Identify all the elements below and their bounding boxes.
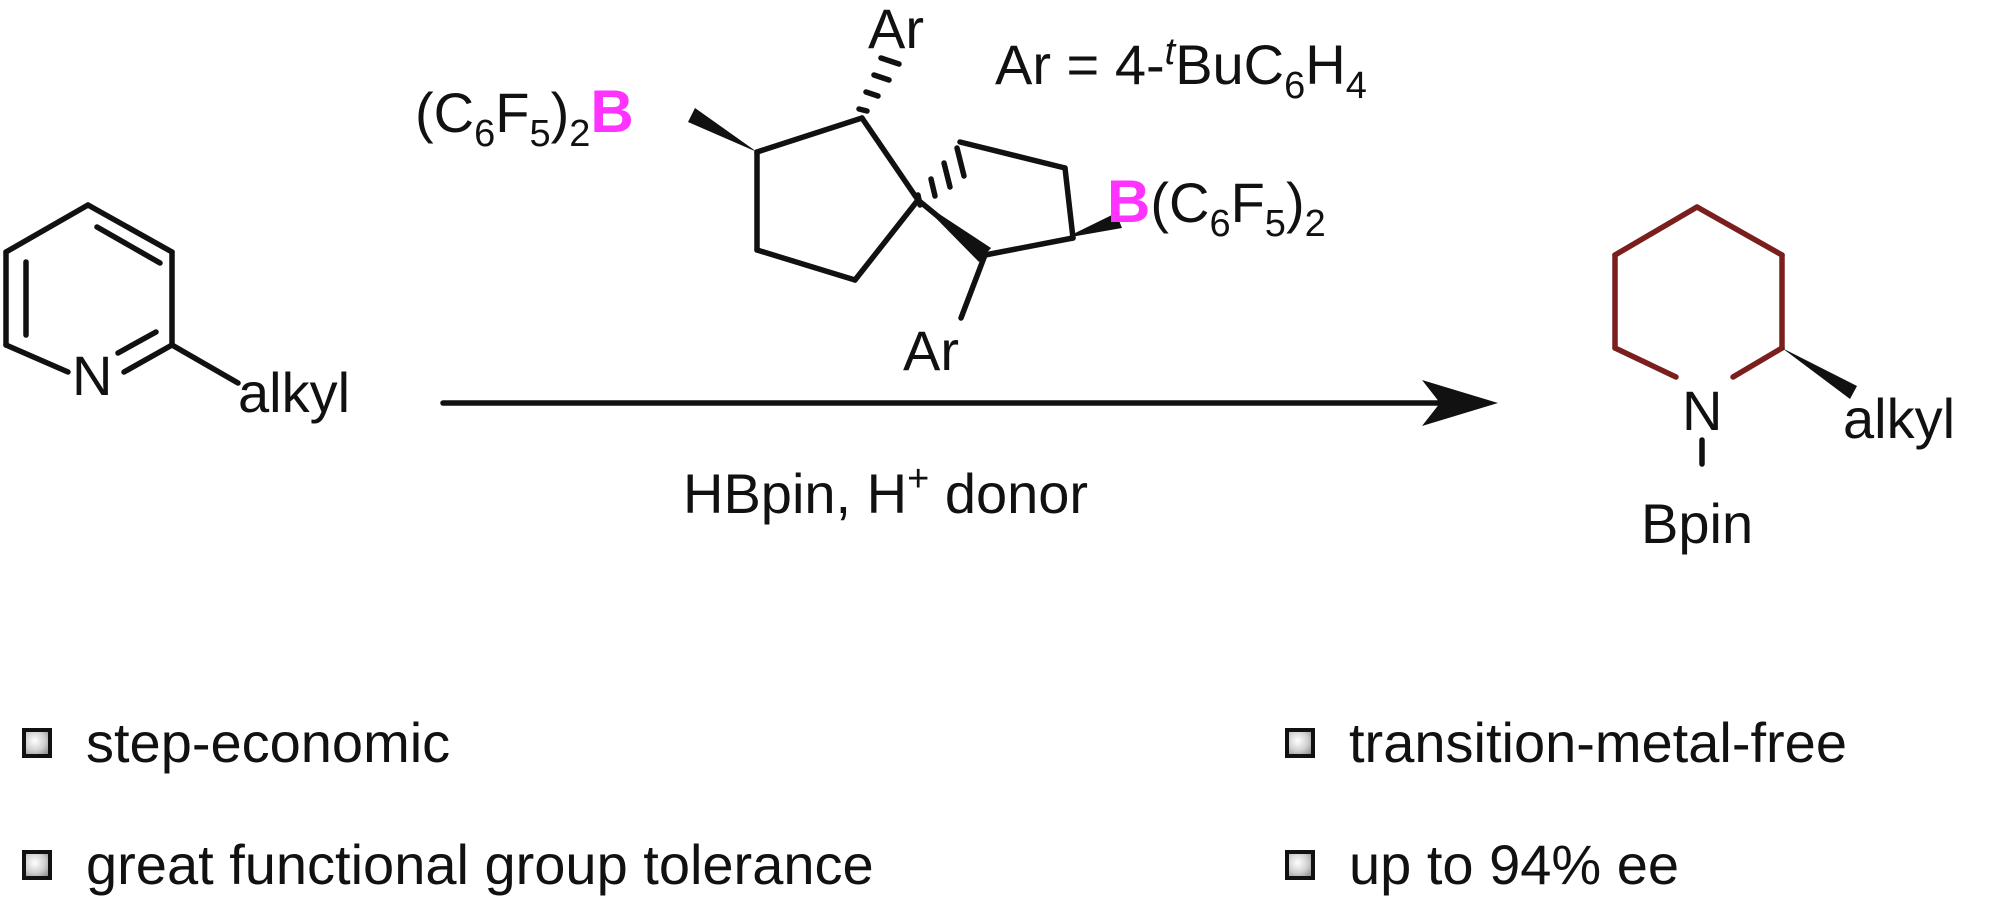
catalyst-wedge-bond-spiro — [918, 200, 991, 262]
catalyst-ar-bottom-label: Ar — [903, 319, 959, 382]
catalyst-bond-8 — [982, 235, 1076, 258]
piperidine-bond-6 — [1612, 204, 1700, 258]
pyridine-double-3 — [115, 329, 159, 356]
catalyst-left-boron: B — [590, 78, 633, 145]
catalyst-hash-bond-ar-top — [856, 55, 902, 114]
pyridine-bond-6 — [3, 202, 91, 255]
checkbox-bullet-icon — [1285, 728, 1315, 758]
product-bpin-label: Bpin — [1641, 492, 1753, 555]
catalyst-wedge-bond-right-b — [1065, 213, 1122, 238]
reactant-pyridine: N alkyl — [3, 202, 350, 424]
catalyst-bond-2 — [859, 115, 921, 203]
product-n-atom: N — [1682, 379, 1722, 442]
catalyst-bond-ar-bottom — [958, 252, 988, 321]
checkbox-bullet-icon — [22, 850, 52, 880]
feature-item: up to 94% ee — [1285, 835, 1679, 895]
catalyst-left-boryl-label: (C6F5)2B — [415, 78, 634, 155]
ar-definition-label: Ar = 4-tBuC6H4 — [995, 31, 1367, 107]
pyridine-bond-3 — [121, 342, 175, 375]
feature-label: up to 94% ee — [1349, 833, 1680, 896]
product-piperidine: N alkyl Bpin — [1612, 204, 1955, 555]
product-alkyl-label: alkyl — [1843, 387, 1955, 450]
reaction-conditions-label: HBpin, H+ donor — [683, 458, 1088, 525]
product-wedge-bond-alkyl — [1782, 348, 1857, 399]
reaction-arrow — [440, 380, 1498, 426]
pyridine-double-1 — [94, 224, 163, 266]
catalyst-structure: (C6F5)2B B(C6F5)2 Ar Ar Ar = 4-tBuC6H4 — [415, 0, 1367, 382]
arrow-head — [1422, 380, 1498, 426]
feature-item: step-economic — [22, 713, 450, 773]
catalyst-hash-bond-spiro — [915, 145, 967, 208]
piperidine-bond-4 — [1612, 345, 1679, 380]
pyridine-bond-4 — [3, 342, 71, 375]
catalyst-bond-6 — [957, 139, 1068, 171]
pyridine-alkyl-bond — [169, 342, 241, 386]
feature-item: transition-metal-free — [1285, 713, 1847, 773]
catalyst-bond-7 — [1062, 165, 1076, 241]
catalyst-right-boron: B — [1107, 168, 1150, 235]
catalyst-ar-top-label: Ar — [868, 0, 924, 60]
feature-label: step-economic — [86, 711, 451, 774]
feature-item: great functional group tolerance — [22, 835, 874, 895]
catalyst-wedge-bond-left-b — [688, 108, 757, 152]
pyridine-bond-1 — [85, 202, 175, 255]
piperidine-bond-1 — [1694, 204, 1785, 258]
catalyst-right-boryl-label: B(C6F5)2 — [1107, 168, 1326, 245]
feature-label: great functional group tolerance — [86, 833, 874, 896]
feature-label: transition-metal-free — [1349, 711, 1847, 774]
piperidine-bond-3 — [1730, 345, 1785, 380]
catalyst-bond-3 — [852, 197, 921, 283]
checkbox-bullet-icon — [1285, 850, 1315, 880]
reactant-alkyl-label: alkyl — [238, 361, 350, 424]
catalyst-bond-1 — [754, 115, 865, 155]
catalyst-bond-4 — [754, 247, 858, 283]
checkbox-bullet-icon — [22, 728, 52, 758]
reactant-n-atom: N — [72, 344, 112, 407]
